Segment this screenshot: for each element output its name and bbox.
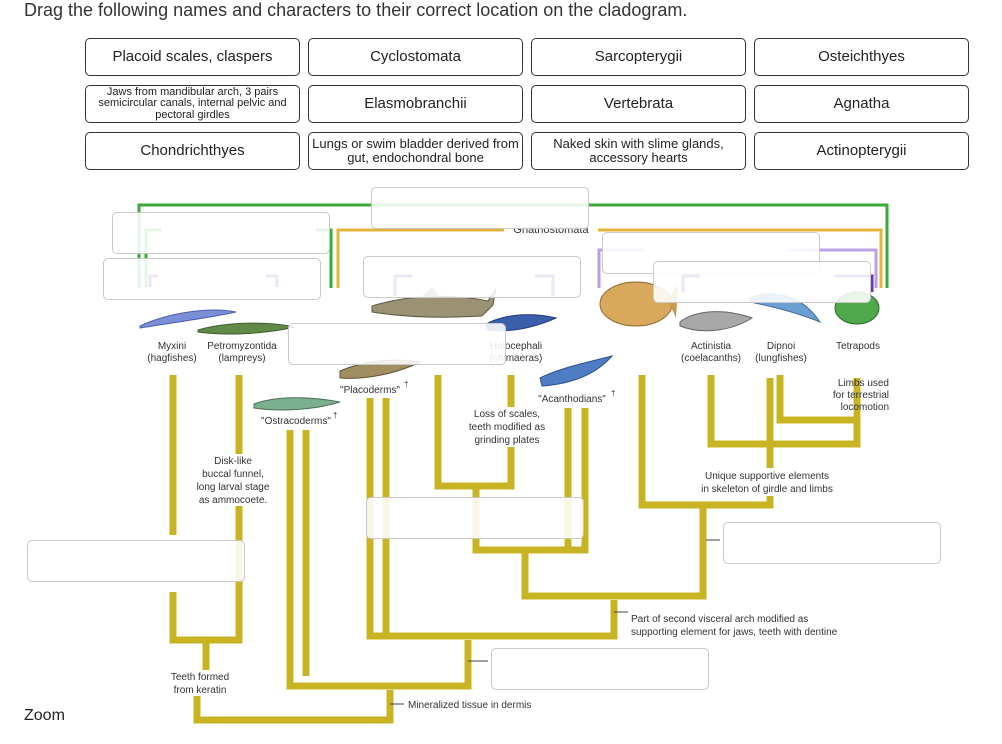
svg-text:Loss of scales,: Loss of scales, bbox=[474, 409, 540, 420]
svg-text:†: † bbox=[333, 411, 337, 420]
svg-text:teeth modified as: teeth modified as bbox=[469, 422, 545, 433]
character-dermis-label: Mineralized tissue in dermis bbox=[408, 700, 531, 711]
character-limbs-label: Limbs used for terrestrial locomotion bbox=[833, 378, 889, 413]
cladogram-branches bbox=[169, 375, 861, 724]
ostracoderm-illustration bbox=[253, 397, 341, 411]
svg-text:in skeleton of girdle and limb: in skeleton of girdle and limbs bbox=[701, 484, 833, 495]
svg-text:Unique supportive elements: Unique supportive elements bbox=[705, 471, 829, 482]
svg-text:long larval stage: long larval stage bbox=[197, 482, 270, 493]
chip-sarcopterygii[interactable]: Sarcopterygii bbox=[531, 38, 746, 76]
svg-text:†: † bbox=[404, 380, 408, 389]
character-lamprey-label: Disk-like buccal funnel, long larval sta… bbox=[190, 454, 276, 506]
svg-text:locomotion: locomotion bbox=[841, 402, 889, 413]
drop-zone-9[interactable] bbox=[723, 522, 941, 564]
svg-text:grinding plates: grinding plates bbox=[474, 435, 539, 446]
chip-osteichthyes[interactable]: Osteichthyes bbox=[754, 38, 969, 76]
character-scales-label: Loss of scales, teeth modified as grindi… bbox=[462, 407, 552, 447]
chip-elasmobranchii[interactable]: Elasmobranchii bbox=[308, 85, 523, 123]
drop-zone-4[interactable] bbox=[103, 258, 321, 300]
coelacanth-illustration bbox=[679, 311, 754, 332]
taxon-actinistia: Actinistia bbox=[691, 341, 731, 352]
drop-zone-11[interactable] bbox=[491, 648, 709, 690]
taxon-acanthodians: "Acanthodians" bbox=[538, 394, 606, 405]
taxon-holocephali: Holocephali bbox=[490, 341, 542, 352]
gnathostomata-bracket bbox=[336, 228, 883, 288]
svg-text:(coelacanths): (coelacanths) bbox=[681, 353, 741, 364]
taxon-petromyzontida: Petromyzontida bbox=[207, 341, 277, 352]
svg-text:Part of second visceral arch m: Part of second visceral arch modified as bbox=[631, 614, 808, 625]
chip-lungs-swim-bladder[interactable]: Lungs or swim bladder derived from gut, … bbox=[308, 132, 523, 170]
character-visceral-label: Part of second visceral arch modified as… bbox=[631, 614, 838, 638]
drop-zone-1[interactable] bbox=[371, 187, 589, 229]
drop-zone-8[interactable] bbox=[366, 497, 584, 539]
svg-text:(chimaeras): (chimaeras) bbox=[490, 353, 543, 364]
taxon-ostracoderms: "Ostracoderms" bbox=[261, 416, 331, 427]
drop-zone-10[interactable] bbox=[27, 540, 245, 582]
chip-placoid-scales[interactable]: Placoid scales, claspers bbox=[85, 38, 300, 76]
svg-text:from keratin: from keratin bbox=[174, 685, 227, 696]
svg-text:Limbs used: Limbs used bbox=[838, 378, 889, 389]
drop-zone-5[interactable] bbox=[363, 256, 581, 298]
instruction-text: Drag the following names and characters … bbox=[24, 0, 688, 20]
chip-jaws-mandibular-arch[interactable]: Jaws from mandibular arch, 3 pairs semic… bbox=[85, 85, 300, 123]
chip-vertebrata[interactable]: Vertebrata bbox=[531, 85, 746, 123]
chip-chondrichthyes[interactable]: Chondrichthyes bbox=[85, 132, 300, 170]
taxon-tetrapods: Tetrapods bbox=[836, 341, 880, 352]
drop-zone-7[interactable] bbox=[288, 323, 506, 365]
chip-actinopterygii[interactable]: Actinopterygii bbox=[754, 132, 969, 170]
chip-agnatha[interactable]: Agnatha bbox=[754, 85, 969, 123]
taxon-myxini: Myxini bbox=[158, 341, 186, 352]
svg-text:buccal funnel,: buccal funnel, bbox=[202, 469, 264, 480]
svg-text:Disk-like: Disk-like bbox=[214, 456, 252, 467]
svg-text:†: † bbox=[611, 389, 615, 398]
acanthodian-illustration bbox=[539, 355, 614, 387]
hagfish-illustration bbox=[139, 309, 237, 329]
lamprey-illustration bbox=[197, 322, 296, 335]
character-girdle-label: Unique supportive elements in skeleton o… bbox=[696, 468, 838, 496]
drop-zone-2[interactable] bbox=[112, 212, 330, 254]
character-keratin-label: Teeth formed from keratin bbox=[164, 670, 236, 696]
zoom-link[interactable]: Zoom bbox=[24, 707, 65, 724]
svg-text:(hagfishes): (hagfishes) bbox=[147, 353, 196, 364]
svg-text:as ammocoete.: as ammocoete. bbox=[199, 495, 267, 506]
chip-cyclostomata[interactable]: Cyclostomata bbox=[308, 38, 523, 76]
taxon-placoderms: "Placoderms" bbox=[340, 385, 400, 396]
drop-zone-6[interactable] bbox=[653, 261, 871, 303]
svg-text:supporting element for jaws, t: supporting element for jaws, teeth with … bbox=[631, 627, 838, 638]
svg-text:(lungfishes): (lungfishes) bbox=[755, 353, 807, 364]
chip-naked-skin[interactable]: Naked skin with slime glands, accessory … bbox=[531, 132, 746, 170]
svg-text:(lampreys): (lampreys) bbox=[218, 353, 265, 364]
svg-text:Teeth formed: Teeth formed bbox=[171, 672, 229, 683]
svg-text:for terrestrial: for terrestrial bbox=[833, 390, 889, 401]
taxon-dipnoi: Dipnoi bbox=[767, 341, 795, 352]
